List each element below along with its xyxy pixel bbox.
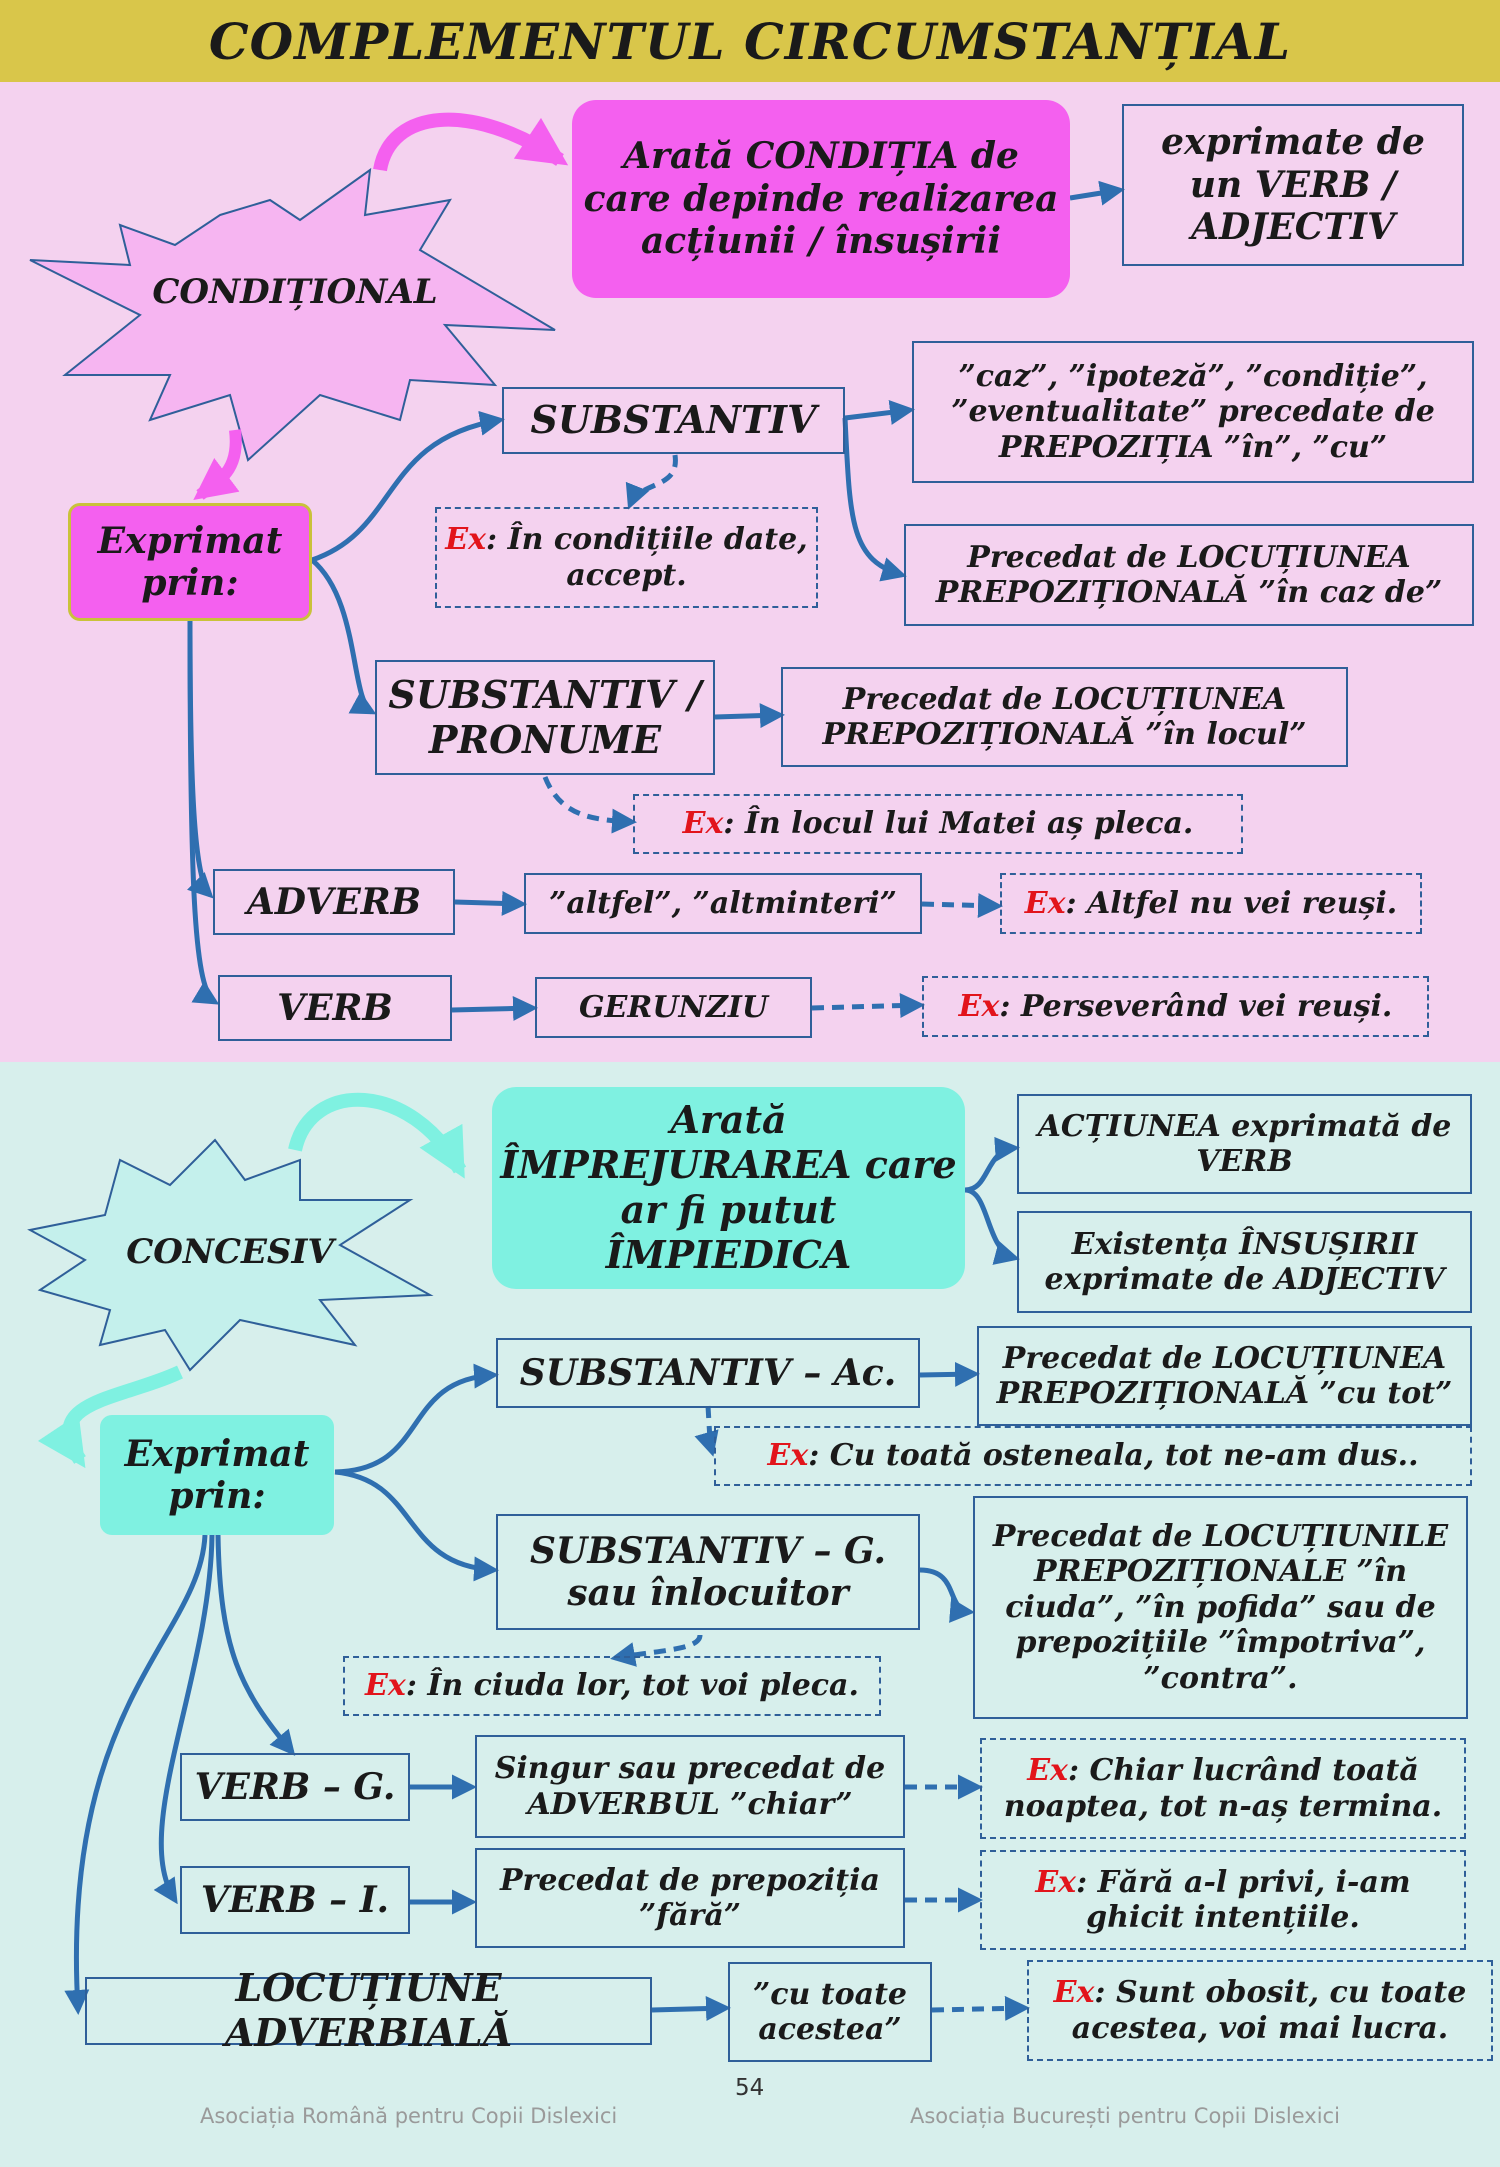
conditional-pronume-locutiune: Precedat de LOCUȚIUNEA PREPOZIȚIONALĂ ”î… bbox=[781, 667, 1348, 767]
conditional-adverb-words: ”altfel”, ”altminteri” bbox=[524, 873, 922, 934]
example-prefix: Ex bbox=[1053, 1975, 1095, 2011]
concesiv-verb-i-desc: Precedat de prepoziția ”fără” bbox=[475, 1848, 905, 1948]
example-text: : În condițiile date, accept. bbox=[486, 522, 808, 593]
concesiv-example-4: Ex: Fără a-l privi, i-am ghicit intenții… bbox=[980, 1850, 1466, 1950]
concesiv-definition: Arată ÎMPREJURAREA care ar fi putut ÎMPI… bbox=[492, 1087, 965, 1289]
conditional-example-2: Ex: În locul lui Matei aș pleca. bbox=[633, 794, 1243, 854]
conditional-exprimat-prin: Exprimat prin: bbox=[68, 503, 312, 621]
concesiv-curve-arrow bbox=[288, 1092, 467, 1179]
concesiv-locutiune-desc: ”cu toate acestea” bbox=[728, 1962, 932, 2062]
concesiv-example-3: Ex: Chiar lucrând toată noaptea, tot n-a… bbox=[980, 1738, 1466, 1839]
page-number: 54 bbox=[735, 2075, 765, 2101]
example-prefix: Ex bbox=[1024, 885, 1066, 921]
example-text: : Chiar lucrând toată noaptea, tot n-aș … bbox=[1003, 1753, 1443, 1824]
conditional-gerunziu: GERUNZIU bbox=[535, 977, 812, 1038]
concesiv-example-1: Ex: Cu toată osteneala, tot ne-am dus.. bbox=[714, 1426, 1472, 1486]
example-text: : În ciuda lor, tot voi pleca. bbox=[405, 1668, 859, 1704]
conditional-example-3: Ex: Altfel nu vei reuși. bbox=[1000, 873, 1422, 934]
conditional-definition: Arată CONDIȚIA de care depinde realizare… bbox=[572, 100, 1070, 298]
footer-right: Asociația București pentru Copii Dislexi… bbox=[910, 2104, 1340, 2128]
example-text: : Fără a-l privi, i-am ghicit intențiile… bbox=[1076, 1864, 1411, 1935]
concesiv-example-5: Ex: Sunt obosit, cu toate acestea, voi m… bbox=[1027, 1960, 1493, 2061]
conditional-expressed-by-verb: exprimate de un VERB / ADJECTIV bbox=[1122, 104, 1464, 266]
conditional-substantiv-pronume: SUBSTANTIV / PRONUME bbox=[375, 660, 715, 775]
concesiv-burst bbox=[27, 1138, 434, 1372]
example-text: : Perseverând vei reuși. bbox=[999, 988, 1393, 1024]
conditional-label: CONDIȚIONAL bbox=[152, 272, 438, 312]
example-prefix: Ex bbox=[958, 988, 1000, 1024]
concesiv-verb-g: VERB – G. bbox=[180, 1753, 410, 1821]
example-prefix: Ex bbox=[682, 806, 724, 842]
concesiv-substantiv-g: SUBSTANTIV – G. sau înlocuitor bbox=[496, 1514, 920, 1630]
concesiv-exprimat-prin: Exprimat prin: bbox=[100, 1415, 334, 1535]
concesiv-example-2: Ex: În ciuda lor, tot voi pleca. bbox=[343, 1656, 881, 1716]
example-prefix: Ex bbox=[1035, 1864, 1077, 1900]
example-text: : Sunt obosit, cu toate acestea, voi mai… bbox=[1071, 1975, 1467, 2046]
concesiv-g-locutiuni: Precedat de LOCUȚIUNILE PREPOZIȚIONALE ”… bbox=[973, 1496, 1468, 1719]
conditional-example-4: Ex: Perseverând vei reuși. bbox=[922, 976, 1429, 1037]
concesiv-verb-i: VERB – I. bbox=[180, 1866, 410, 1934]
concesiv-locutiune-adverbiala: LOCUȚIUNE ADVERBIALĂ bbox=[85, 1965, 652, 2055]
concesiv-verb-g-desc: Singur sau precedat de ADVERBUL ”chiar” bbox=[475, 1735, 905, 1838]
conditional-substantiv-locutiune: Precedat de LOCUȚIUNEA PREPOZIȚIONALĂ ”î… bbox=[904, 524, 1474, 626]
concesiv-substantiv-ac: SUBSTANTIV – Ac. bbox=[496, 1338, 920, 1408]
footer-left: Asociația Română pentru Copii Dislexici bbox=[200, 2104, 618, 2128]
example-text: : În locul lui Matei aș pleca. bbox=[723, 806, 1194, 842]
concesiv-existenta: Existența ÎNSUȘIRII exprimate de ADJECTI… bbox=[1017, 1211, 1472, 1313]
conditional-substantiv-words: ”caz”, ”ipoteză”, ”condiție”, ”eventuali… bbox=[912, 341, 1474, 483]
concesiv-down-arrow bbox=[37, 1365, 183, 1469]
conditional-burst bbox=[29, 167, 556, 462]
example-prefix: Ex bbox=[767, 1438, 809, 1474]
example-prefix: Ex bbox=[445, 522, 487, 558]
conditional-adverb: ADVERB bbox=[213, 869, 455, 935]
example-text: : Altfel nu vei reuși. bbox=[1065, 885, 1398, 921]
concesiv-label: CONCESIV bbox=[126, 1232, 334, 1272]
conditional-substantiv: SUBSTANTIV bbox=[502, 387, 845, 454]
conditional-curve-arrow bbox=[373, 112, 569, 172]
conditional-verb: VERB bbox=[218, 975, 452, 1041]
example-prefix: Ex bbox=[365, 1668, 406, 1704]
conditional-down-arrow bbox=[193, 429, 242, 501]
conditional-example-1: Ex: În condițiile date, accept. bbox=[435, 507, 818, 608]
concesiv-ac-locutiune: Precedat de LOCUȚIUNEA PREPOZIȚIONALĂ ”c… bbox=[977, 1326, 1472, 1426]
concesiv-actiunea: ACȚIUNEA exprimată de VERB bbox=[1017, 1094, 1472, 1194]
page-title: COMPLEMENTUL CIRCUMSTANȚIAL bbox=[0, 0, 1500, 82]
example-text: : Cu toată osteneala, tot ne-am dus.. bbox=[808, 1438, 1419, 1474]
example-prefix: Ex bbox=[1027, 1753, 1068, 1789]
